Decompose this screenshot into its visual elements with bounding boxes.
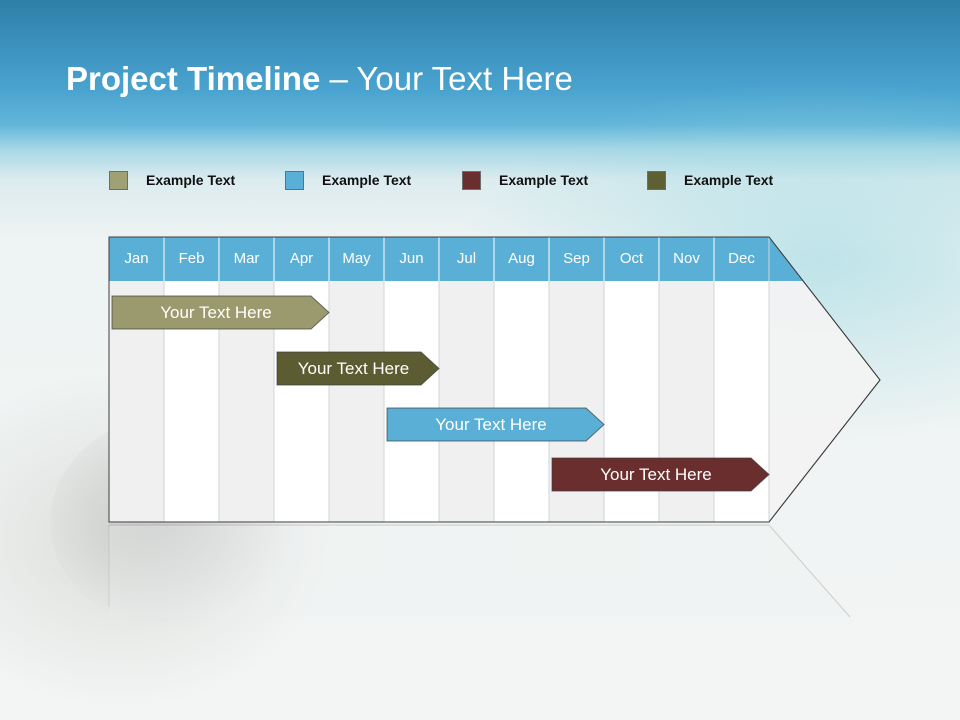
- month-label: Mar: [233, 250, 260, 267]
- legend-label: Example Text: [146, 172, 236, 188]
- legend-item: Example Text: [647, 170, 773, 190]
- task-arrow: [386, 407, 605, 442]
- title-rest: – Your Text Here: [320, 60, 573, 97]
- task-label: Your Text Here: [160, 303, 272, 322]
- month-label: Jan: [124, 250, 149, 267]
- month-label: Dec: [728, 250, 755, 267]
- legend-item: Example Text: [285, 170, 411, 190]
- reflection-diagonal: [768, 524, 851, 618]
- month-label: Feb: [178, 250, 205, 267]
- month-label: Apr: [289, 250, 314, 267]
- task-label: Your Text Here: [297, 359, 410, 378]
- timeline-reflection: [109, 525, 850, 617]
- task-label: Your Text Here: [600, 465, 712, 484]
- slide-title: Project Timeline – Your Text Here: [66, 60, 573, 98]
- legend-label: Example Text: [499, 172, 589, 188]
- month-column: [384, 281, 439, 522]
- legend-item: Example Text: [109, 170, 235, 190]
- month-label: Jun: [399, 250, 424, 267]
- legend-label: Example Text: [684, 172, 774, 188]
- month-column: [494, 281, 549, 522]
- month-label: Nov: [673, 250, 700, 267]
- task-arrow: [111, 295, 330, 330]
- month-label: Oct: [619, 250, 644, 267]
- task-arrow: [551, 457, 770, 492]
- legend-swatch: [285, 170, 304, 190]
- legend-swatch: [109, 170, 128, 190]
- month-label: May: [342, 250, 371, 267]
- month-label: Jul: [456, 250, 477, 267]
- month-column: [439, 281, 494, 522]
- legend-label: Example Text: [322, 172, 412, 188]
- month-column: [329, 281, 384, 522]
- legend-item: Example Text: [462, 170, 588, 190]
- month-label: Aug: [508, 250, 535, 267]
- legend-swatch: [647, 170, 666, 190]
- task-arrow: [276, 351, 440, 386]
- title-bold: Project Timeline: [66, 60, 321, 97]
- legend-swatch: [462, 170, 481, 190]
- task-label: Your Text Here: [435, 415, 547, 434]
- timeline-outline: [108, 236, 881, 523]
- month-label: Sep: [563, 250, 590, 267]
